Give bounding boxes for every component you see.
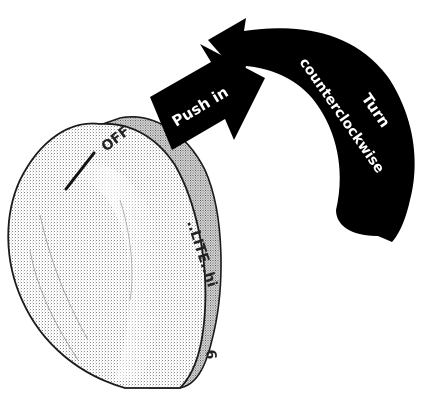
control-knob[interactable]: OFF ..LITE..hi 6 [8,117,221,388]
knob-number-label: 6 [202,349,219,360]
